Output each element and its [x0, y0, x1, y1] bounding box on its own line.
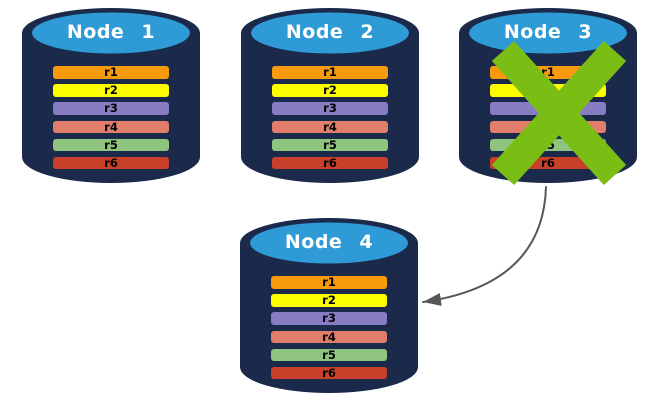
node-3-cylinder: Node 3 r1 r2 r3 r4 r5 r6: [458, 1, 638, 187]
node-title: Node 3: [503, 21, 593, 43]
node-2-cylinder: Node 2 r1 r2 r3 r4 r5 r6: [240, 1, 420, 187]
node-1-cylinder: Node 1 r1 r2 r3 r4 r5 r6: [21, 1, 201, 187]
row-r6: r6: [272, 157, 388, 170]
row-r6: r6: [271, 367, 387, 380]
row-r5: r5: [272, 139, 388, 152]
row-r2: r2: [271, 294, 387, 307]
replica-rows: r1 r2 r3 r4 r5 r6: [53, 66, 169, 175]
row-r2: r2: [272, 84, 388, 97]
row-r2: r2: [53, 84, 169, 97]
row-r5: r5: [53, 139, 169, 152]
row-r3: r3: [271, 312, 387, 325]
failure-x-icon: [491, 40, 627, 186]
row-r1: r1: [272, 66, 388, 79]
row-r4: r4: [271, 331, 387, 344]
replica-rows: r1 r2 r3 r4 r5 r6: [271, 276, 387, 385]
row-r4: r4: [53, 121, 169, 134]
row-r1: r1: [271, 276, 387, 289]
node-title: Node 4: [284, 231, 374, 253]
node-title: Node 1: [66, 21, 156, 43]
node-title: Node 2: [285, 21, 375, 43]
row-r6: r6: [53, 157, 169, 170]
row-r3: r3: [272, 102, 388, 115]
row-r5: r5: [271, 349, 387, 362]
row-r4: r4: [272, 121, 388, 134]
row-r1: r1: [53, 66, 169, 79]
row-r3: r3: [53, 102, 169, 115]
replica-rows: r1 r2 r3 r4 r5 r6: [272, 66, 388, 175]
node-4-cylinder: Node 4 r1 r2 r3 r4 r5 r6: [239, 211, 419, 397]
